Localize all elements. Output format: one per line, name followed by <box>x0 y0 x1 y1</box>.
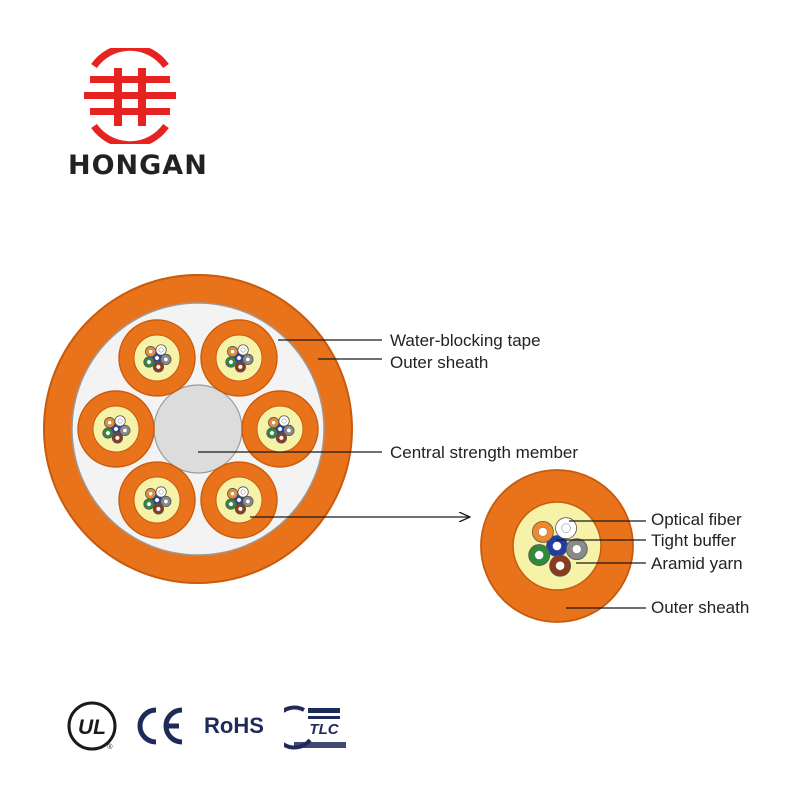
multi-unit-cable-cross-section <box>43 274 353 584</box>
optical-fiber <box>225 356 237 368</box>
optical-fiber <box>227 346 239 358</box>
ce-mark-icon <box>137 707 183 745</box>
optical-fiber <box>160 495 172 508</box>
label-optical-fiber: Optical fiber <box>651 510 742 529</box>
optical-fiber <box>268 417 280 429</box>
optical-fiber <box>111 432 124 444</box>
subunit-cable <box>118 319 196 397</box>
optical-fiber <box>283 424 295 437</box>
subunit-cable <box>200 461 278 539</box>
label-outer-sheath-main: Outer sheath <box>390 353 488 372</box>
optical-fiber <box>546 535 568 557</box>
optical-fiber <box>119 424 131 437</box>
optical-fiber <box>155 344 167 356</box>
optical-fiber <box>143 356 155 368</box>
label-outer-sheath-sub: Outer sheath <box>651 598 749 617</box>
hongan-logo-icon <box>84 48 176 144</box>
optical-fiber <box>234 503 247 515</box>
brand-name: HONGAN <box>68 150 208 181</box>
optical-fiber <box>160 353 172 365</box>
optical-fiber <box>114 415 126 427</box>
label-tight-buffer: Tight buffer <box>651 531 736 550</box>
central-strength-member <box>153 384 243 474</box>
optical-fiber <box>278 415 290 427</box>
subunit-cable <box>118 461 196 539</box>
optical-fiber <box>555 517 577 540</box>
leader-lines <box>198 339 646 609</box>
svg-text:TLC: TLC <box>309 721 339 738</box>
svg-text:®: ® <box>107 743 113 751</box>
svg-text:UL: UL <box>78 716 106 739</box>
optical-fiber <box>549 554 572 577</box>
optical-fiber <box>242 495 254 508</box>
optical-fiber <box>275 432 288 444</box>
optical-fiber <box>152 503 165 515</box>
optical-fiber <box>104 417 116 429</box>
optical-fiber <box>143 498 155 510</box>
label-central-strength-member: Central strength member <box>390 443 578 462</box>
subunit-cable <box>241 390 319 468</box>
optical-fiber <box>266 427 278 439</box>
optical-fiber <box>102 427 114 439</box>
subunit-cable <box>200 319 278 397</box>
ul-mark-icon: UL ® <box>67 701 117 751</box>
optical-fiber <box>237 486 249 498</box>
optical-fiber <box>155 486 167 498</box>
optical-fiber <box>145 488 157 500</box>
optical-fiber <box>531 520 554 543</box>
optical-fiber <box>145 346 157 358</box>
svg-text:RoHS: RoHS <box>204 713 264 738</box>
optical-fiber <box>227 488 239 500</box>
optical-fiber <box>565 538 588 561</box>
optical-fiber <box>152 361 165 373</box>
tlc-mark-icon: TLC <box>284 705 346 750</box>
subunit-cable-cross-section <box>480 469 634 623</box>
optical-fiber <box>225 498 237 510</box>
optical-fiber <box>237 344 249 356</box>
label-water-blocking-tape: Water-blocking tape <box>390 331 541 350</box>
label-aramid-yarn: Aramid yarn <box>651 554 743 573</box>
rohs-mark-icon: RoHS <box>204 713 264 738</box>
subunit-cable <box>77 390 155 468</box>
optical-fiber <box>528 544 551 566</box>
optical-fiber <box>234 361 247 373</box>
optical-fiber <box>242 353 254 365</box>
